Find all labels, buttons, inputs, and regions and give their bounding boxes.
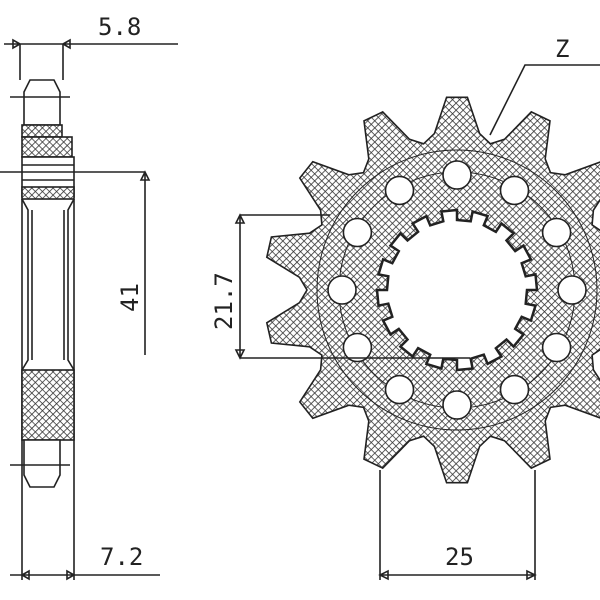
lightening-hole [499,374,530,405]
lightening-hole [499,175,530,206]
teeth-leader-line [489,64,600,136]
spline-hole [375,208,539,372]
dim-bottom-width: 7.2 [100,543,143,571]
lightening-hole [384,175,415,206]
lightening-hole [342,332,373,363]
dim-hub-height: 41 [116,283,144,312]
spline-dimension-line [234,213,470,360]
side-view [0,38,178,581]
pitch-circle [316,149,598,431]
sprocket-front-view [265,96,600,484]
lightening-hole [442,390,472,420]
teeth-label: Z [555,35,569,63]
dim-top-width: 5.8 [98,13,141,41]
lightening-hole [541,217,572,248]
bolt-dimension-line [378,470,537,581]
lightening-hole [327,275,357,305]
lightening-hole [442,160,472,190]
dim-spline-diameter: 21.7 [210,272,238,330]
lightening-hole [557,275,587,305]
lightening-hole [384,374,415,405]
lightening-hole [342,217,373,248]
dim-bolt-spacing: 25 [445,543,474,571]
lightening-hole [541,332,572,363]
